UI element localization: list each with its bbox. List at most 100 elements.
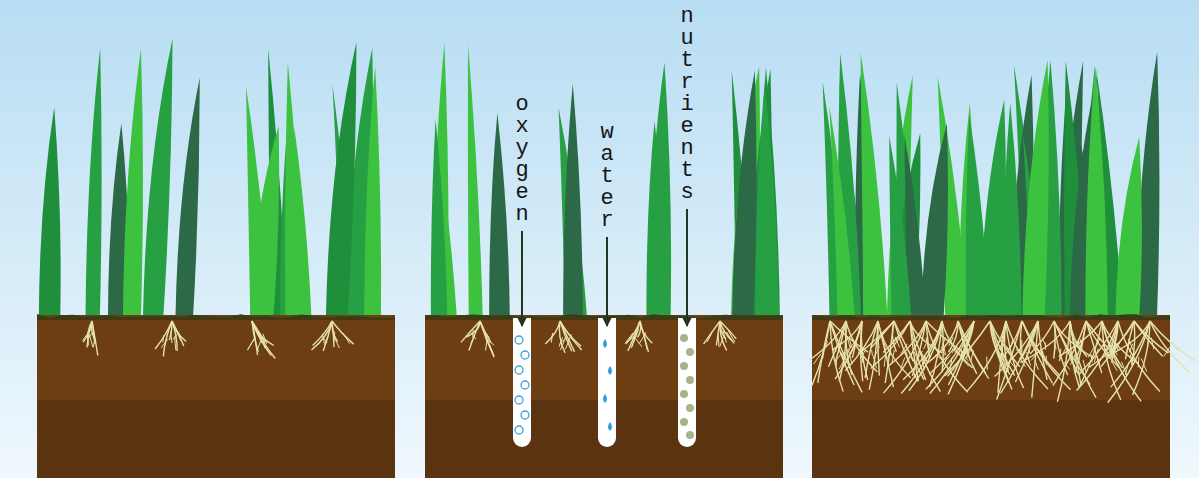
- root: [466, 321, 480, 337]
- root-branch: [707, 333, 711, 342]
- root: [172, 321, 177, 351]
- root: [252, 321, 275, 359]
- root-branch: [986, 356, 988, 370]
- root: [909, 321, 942, 391]
- root-branch: [823, 341, 828, 355]
- root-branch: [1069, 354, 1074, 366]
- root-branch: [871, 350, 873, 356]
- down-arrow: [686, 209, 688, 326]
- root: [469, 321, 480, 350]
- root: [865, 321, 878, 378]
- grass-blade: [966, 115, 989, 318]
- grass-blade: [863, 95, 880, 318]
- root: [252, 321, 258, 352]
- root-branch: [322, 334, 324, 344]
- root: [640, 321, 652, 343]
- grass-blade: [755, 84, 779, 318]
- root: [1107, 321, 1150, 356]
- root-branch: [961, 358, 969, 366]
- root: [871, 321, 910, 368]
- subsoil: [37, 400, 395, 478]
- root-branch: [873, 349, 879, 359]
- root-branch: [835, 352, 842, 362]
- root: [560, 321, 582, 350]
- root: [883, 321, 910, 353]
- grass-blade: [39, 107, 61, 318]
- root: [560, 321, 581, 346]
- root-branch: [943, 342, 946, 355]
- root-branch: [178, 334, 181, 341]
- root-branch: [93, 339, 95, 348]
- roots: [83, 321, 1196, 403]
- root: [626, 321, 640, 344]
- root-branch: [1043, 351, 1044, 357]
- root-branch: [171, 331, 172, 343]
- root: [332, 321, 334, 347]
- grass-blade: [143, 39, 173, 318]
- root-branch: [718, 334, 720, 347]
- root: [88, 321, 92, 339]
- root-branch: [486, 340, 488, 351]
- root-branch: [1054, 340, 1056, 349]
- oxygen-bubble: [515, 396, 523, 404]
- root: [1032, 321, 1038, 398]
- root-branch: [847, 336, 850, 347]
- water-drop: [603, 339, 607, 348]
- root-branch: [162, 335, 164, 342]
- root-branch: [1045, 342, 1046, 349]
- grass-blade: [1085, 66, 1107, 318]
- root: [842, 321, 862, 369]
- root: [1059, 321, 1102, 357]
- root-branch: [1164, 347, 1170, 356]
- root-branch: [966, 349, 967, 358]
- nutrient-granule: [686, 404, 694, 412]
- water-drop: [603, 394, 607, 403]
- root: [889, 321, 926, 366]
- root-branch: [248, 337, 256, 350]
- grass-blade: [123, 49, 143, 318]
- grass-blade: [85, 48, 101, 318]
- root: [1075, 321, 1086, 373]
- aeration-hole: [598, 318, 616, 447]
- root: [313, 321, 332, 346]
- grass-blade: [563, 83, 583, 318]
- root: [1038, 321, 1047, 380]
- root-branch: [1016, 349, 1024, 358]
- root: [942, 321, 943, 372]
- root-branch: [1035, 360, 1039, 370]
- root-branch: [264, 340, 265, 348]
- oxygen-bubble: [515, 336, 523, 344]
- root-branch: [628, 335, 636, 342]
- root-branch: [949, 337, 954, 346]
- root: [878, 321, 880, 376]
- root-branch: [720, 336, 724, 346]
- grass: [39, 39, 1160, 318]
- vertical-label: water: [600, 122, 613, 232]
- root-branch: [175, 337, 176, 351]
- oxygen-bubble: [521, 411, 529, 419]
- grass-blade: [829, 106, 855, 318]
- root-branch: [1130, 355, 1132, 366]
- root-branch: [1010, 340, 1012, 349]
- grass-blade: [326, 42, 357, 318]
- root: [1108, 321, 1150, 403]
- root-branch: [161, 339, 167, 347]
- root: [1020, 321, 1070, 363]
- root: [1053, 321, 1086, 386]
- root-branch: [1125, 362, 1129, 374]
- root-branch: [1129, 339, 1135, 352]
- root-branch: [924, 340, 928, 349]
- root-branch: [901, 344, 908, 355]
- root: [155, 321, 172, 349]
- aeration-hole: [678, 318, 696, 447]
- root: [545, 321, 560, 344]
- root: [967, 321, 1006, 391]
- water-drop: [608, 366, 612, 375]
- grass-blade: [1022, 60, 1048, 318]
- root: [92, 321, 98, 355]
- root-branch: [1141, 358, 1147, 371]
- root-branch: [728, 330, 735, 342]
- root: [835, 321, 862, 379]
- root: [631, 321, 640, 348]
- soil-edge: [812, 314, 1170, 320]
